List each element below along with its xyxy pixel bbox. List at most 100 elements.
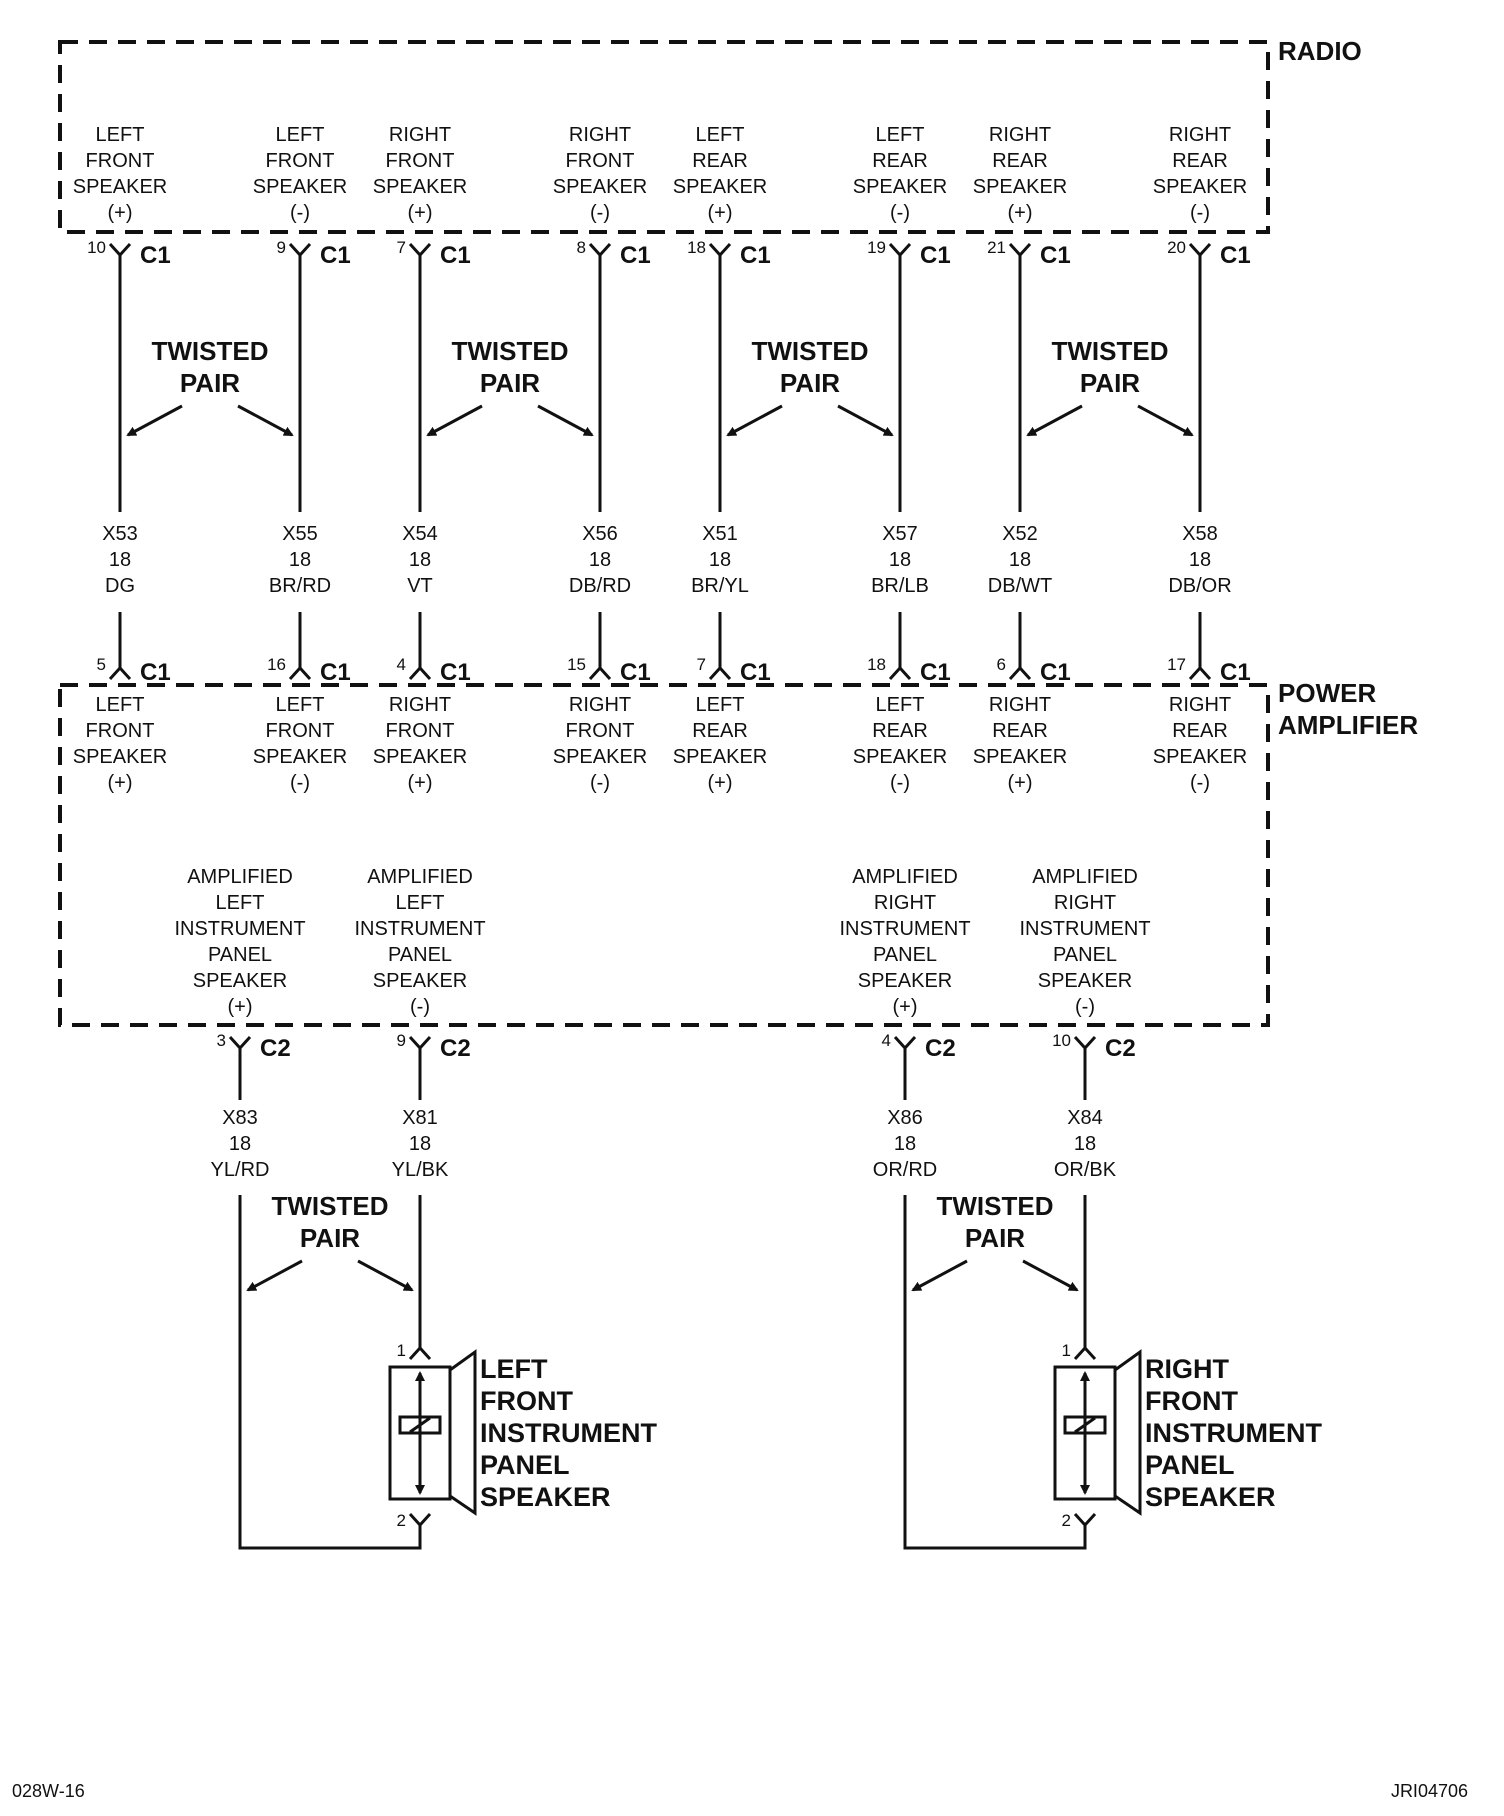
speaker-1-coil-slash xyxy=(409,1416,431,1434)
speaker-2-twisted-pair-label-line-1: TWISTED xyxy=(937,1191,1054,1221)
speaker-1-pin-2: 2 xyxy=(397,1511,406,1530)
amp-input-function-label-5: (+) xyxy=(708,772,733,794)
radio-pin-1-connector: C1 xyxy=(140,242,171,269)
radio-twisted-pair-1-label-line-1: TWISTED xyxy=(152,336,269,366)
radio-pin-7-pin: 21 xyxy=(987,238,1006,257)
amp-input-fork-5 xyxy=(708,665,732,681)
radio-title: RADIO xyxy=(1278,36,1362,66)
radio-function-label-2: SPEAKER xyxy=(253,176,347,198)
speaker-1-twisted-pair-label-line-1: TWISTED xyxy=(272,1191,389,1221)
amp-output-function-label-3: AMPLIFIED xyxy=(852,866,958,888)
amp-output-function-label-2: SPEAKER xyxy=(373,970,467,992)
amp-input-function-label-4: RIGHT xyxy=(569,694,631,716)
amp-output-pin-1-connector: C2 xyxy=(260,1035,291,1062)
radio-pin-3-connector: C1 xyxy=(440,242,471,269)
speaker-2-coil-slash xyxy=(1074,1416,1096,1434)
amp-input-pin-2-connector: C1 xyxy=(320,659,351,686)
radio-twisted-pair-3-label-line-1: TWISTED xyxy=(752,336,869,366)
footer-right: JRI04706 xyxy=(1391,1781,1468,1801)
amp-input-pin-5-connector: C1 xyxy=(740,659,771,686)
speaker-2-pin-1: 1 xyxy=(1062,1341,1071,1360)
amp-input-pin-7-pin: 6 xyxy=(997,655,1006,674)
amp-input-function-label-3: (+) xyxy=(408,772,433,794)
amp-wire-label-1: 18 xyxy=(229,1133,251,1155)
speaker-2-body xyxy=(1053,1365,1117,1501)
amp-wire-label-4: X84 xyxy=(1067,1107,1103,1129)
radio-pin-1-pin: 10 xyxy=(87,238,106,257)
amp-output-pin-2-pin: 9 xyxy=(397,1031,406,1050)
amp-input-function-label-8: RIGHT xyxy=(1169,694,1231,716)
amp-output-function-label-4: AMPLIFIED xyxy=(1032,866,1138,888)
amp-input-pin-3-connector: C1 xyxy=(440,659,471,686)
radio-wire-label-3: X54 xyxy=(402,523,438,545)
speaker-1-cone xyxy=(449,1349,477,1516)
radio-function-label-5: REAR xyxy=(692,150,748,172)
radio-function-label-2: LEFT xyxy=(276,124,325,146)
radio-pin-5-connector: C1 xyxy=(740,242,771,269)
radio-wire-label-5: X51 xyxy=(702,523,738,545)
amp-input-function-label-1: LEFT xyxy=(96,694,145,716)
amp-input-function-label-7: SPEAKER xyxy=(973,746,1067,768)
amp-wire-label-3: X86 xyxy=(887,1107,923,1129)
amp-output-fork-1 xyxy=(228,1035,252,1051)
amp-output-function-label-3: (+) xyxy=(893,996,918,1018)
radio-function-label-2: FRONT xyxy=(266,150,335,172)
radio-function-label-3: SPEAKER xyxy=(373,176,467,198)
amp-input-pin-4-connector: C1 xyxy=(620,659,651,686)
amplifier-title-line-1: POWER xyxy=(1278,678,1376,708)
radio-function-label-5: (+) xyxy=(708,202,733,224)
amp-input-function-label-6: REAR xyxy=(872,720,928,742)
amp-wire-label-4: OR/BK xyxy=(1054,1159,1117,1181)
radio-twisted-pair-4-arrow-right xyxy=(1137,404,1194,437)
radio-function-label-1: SPEAKER xyxy=(73,176,167,198)
radio-pin-fork-3 xyxy=(408,242,432,258)
radio-wire-label-2: BR/RD xyxy=(269,575,331,597)
amp-output-function-label-4: SPEAKER xyxy=(1038,970,1132,992)
amp-input-pin-1-pin: 5 xyxy=(97,655,106,674)
radio-wire-label-3: VT xyxy=(407,575,433,597)
radio-function-label-7: SPEAKER xyxy=(973,176,1067,198)
amp-input-pin-6-pin: 18 xyxy=(867,655,886,674)
radio-pin-2-pin: 9 xyxy=(277,238,286,257)
radio-pin-6-pin: 19 xyxy=(867,238,886,257)
amp-output-function-label-2: AMPLIFIED xyxy=(367,866,473,888)
amp-input-pin-7-connector: C1 xyxy=(1040,659,1071,686)
radio-function-label-5: SPEAKER xyxy=(673,176,767,198)
amp-input-function-label-3: FRONT xyxy=(386,720,455,742)
radio-wire-label-7: DB/WT xyxy=(988,575,1052,597)
amp-input-function-label-2: (-) xyxy=(290,772,310,794)
radio-function-label-8: (-) xyxy=(1190,202,1210,224)
amp-input-function-label-1: SPEAKER xyxy=(73,746,167,768)
speaker-1-body xyxy=(388,1365,452,1501)
radio-function-label-2: (-) xyxy=(290,202,310,224)
amp-input-function-label-2: FRONT xyxy=(266,720,335,742)
radio-twisted-pair-2-arrow-right xyxy=(537,404,594,437)
amp-input-function-label-8: SPEAKER xyxy=(1153,746,1247,768)
speaker-1-name: SPEAKER xyxy=(480,1482,611,1512)
footer-left: 028W-16 xyxy=(12,1781,85,1801)
speaker-2-name: INSTRUMENT xyxy=(1145,1418,1322,1448)
radio-pin-fork-5 xyxy=(708,242,732,258)
amp-output-function-label-1: AMPLIFIED xyxy=(187,866,293,888)
speaker-2-cone xyxy=(1114,1349,1142,1516)
amp-input-function-label-5: REAR xyxy=(692,720,748,742)
speaker-1-return-wire xyxy=(238,1195,422,1550)
radio-twisted-pair-4-arrow-left xyxy=(1026,404,1083,437)
radio-wire-label-8: 18 xyxy=(1189,549,1211,571)
amp-input-pin-8-connector: C1 xyxy=(1220,659,1251,686)
radio-wire-label-6: BR/LB xyxy=(871,575,929,597)
amp-input-fork-4 xyxy=(588,665,612,681)
radio-pin-fork-4 xyxy=(588,242,612,258)
radio-twisted-pair-4-label-line-2: PAIR xyxy=(1080,368,1140,398)
radio-function-label-7: REAR xyxy=(992,150,1048,172)
amp-input-pin-3-pin: 4 xyxy=(397,655,406,674)
speaker-1-coil xyxy=(398,1415,442,1435)
amp-wire-label-2: X81 xyxy=(402,1107,438,1129)
amp-input-pin-8-pin: 17 xyxy=(1167,655,1186,674)
speaker-2-twisted-pair-arrow-right xyxy=(1022,1259,1079,1292)
amplifier-box xyxy=(58,683,1270,1027)
amp-input-function-label-4: (-) xyxy=(590,772,610,794)
radio-wire-label-1: 18 xyxy=(109,549,131,571)
amp-output-function-label-2: LEFT xyxy=(396,892,445,914)
